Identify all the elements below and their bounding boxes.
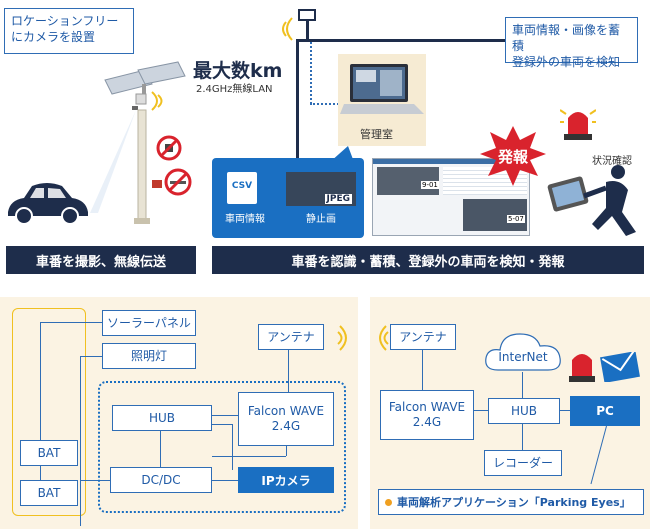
link-line-vertical (296, 39, 299, 159)
csv-label: CSV (231, 181, 253, 191)
status-check-label: 状況確認 (592, 156, 632, 167)
bar-capture-transmit: 車番を撮影、無線伝送 (6, 246, 196, 274)
battery-box-2: BAT (20, 480, 78, 506)
warning-light-icon (560, 109, 596, 140)
wire-bat-trunk (40, 322, 41, 440)
plate-readout-1: 9-01 (421, 181, 439, 189)
signal-arcs-icon (151, 91, 163, 111)
wire-to-light (80, 356, 102, 357)
bar-recognize-detect: 車番を認識・蓄積、登録外の車両を検知・発報 (212, 246, 644, 274)
lan-label: 2.4GHz無線LAN (196, 84, 273, 95)
wire-to-solar (40, 322, 102, 323)
still-image-thumb: JPEG (286, 172, 356, 206)
callout-line-2: 登録外の車両を検知 (512, 55, 621, 69)
antenna-signal-icon (379, 325, 389, 351)
wire-hub-ipcam (212, 424, 232, 425)
wire-dcdc-falcon-v (286, 446, 287, 456)
wire-hub-dcdc (160, 430, 161, 468)
wire-bat-link (40, 466, 41, 480)
antenna-icon (298, 9, 316, 21)
warning-light-icon (569, 354, 595, 382)
still-image-label: 静止画 (306, 214, 336, 225)
falcon-line-2: 2.4G (271, 419, 301, 433)
falcon-line-2: 2.4G (412, 415, 442, 429)
no-smoking-sign-icon (164, 168, 192, 196)
alarm-burst-icon (480, 126, 546, 186)
wire-hub-ipcam-v (232, 424, 233, 470)
battery-box-1: BAT (20, 440, 78, 466)
callout-pointer (330, 146, 354, 162)
wire-trunk-2 (80, 356, 81, 526)
alarm-label: 発報 (497, 148, 528, 166)
battery-frame (12, 308, 86, 516)
app-label-box: 車両解析アプリケーション「Parking Eyes」 (378, 489, 644, 515)
app-screenshot: 9-01 5-07 (372, 158, 530, 236)
falcon-wave-box: Falcon WAVE 2.4G (238, 392, 334, 446)
wire-internet-hub (522, 372, 523, 398)
no-entry-sign-icon (156, 135, 182, 161)
wire-to-dcdc (80, 480, 110, 481)
ip-camera-box: IPカメラ (238, 467, 334, 493)
wire-hub-recorder (522, 424, 523, 450)
callout-line-2: にカメラを設置 (11, 30, 96, 44)
light-box: 照明灯 (102, 343, 196, 369)
internet-label: InterNet (498, 350, 548, 364)
falcon-line-1: Falcon WAVE (388, 400, 466, 414)
falcon-line-1: Falcon WAVE (247, 404, 325, 418)
wire-antenna-falcon (288, 350, 289, 392)
dotted-link-line (310, 42, 312, 104)
falcon-wave-box-r: Falcon WAVE 2.4G (380, 390, 474, 440)
laptop-icon (340, 64, 424, 114)
csv-file-icon: CSV (227, 172, 257, 204)
antenna-mast-line (306, 21, 309, 41)
hub-box-r: HUB (488, 398, 560, 424)
max-distance-label: 最大数km (193, 60, 283, 82)
dcdc-box: DC/DC (110, 467, 212, 493)
vehicle-info-label: 車両情報 (225, 214, 265, 225)
dotted-link-line-h (310, 103, 346, 105)
solar-pole-illustration (90, 61, 186, 224)
camera-enclosure (98, 381, 346, 513)
callout-location-free: ロケーションフリー にカメラを設置 (4, 8, 134, 54)
wire-hub-pc (560, 410, 570, 411)
jpeg-label: JPEG (324, 194, 352, 204)
wire-falcon-hub-r (474, 410, 488, 411)
solar-panel-box: ソーラーパネル (102, 310, 196, 336)
mail-icon (600, 352, 640, 382)
antenna-signal-icon (337, 325, 347, 351)
guard-icon (547, 165, 636, 236)
antenna-box: アンテナ (258, 324, 324, 350)
plate-readout-2: 5-07 (507, 215, 525, 223)
hub-box: HUB (112, 405, 212, 431)
wire-dcdc-ipcam (212, 480, 238, 481)
app-titlebar (373, 159, 529, 164)
management-room-label: 管理室 (360, 128, 393, 141)
pc-box: PC (570, 396, 640, 426)
car-icon (8, 183, 88, 225)
wire-antenna-falcon-r (422, 350, 423, 390)
internet-cloud-icon (485, 333, 561, 371)
antenna-box-r: アンテナ (390, 324, 456, 350)
callout-vehicle-detect: 車両情報・画像を蓄積 登録外の車両を検知 (505, 17, 638, 69)
callout-line-1: ロケーションフリー (11, 14, 119, 28)
app-label: 車両解析アプリケーション「Parking Eyes」 (397, 496, 631, 509)
recorder-box: レコーダー (484, 450, 562, 476)
wire-hub-falcon (212, 415, 238, 416)
red-box-icon (152, 180, 162, 188)
wire-dcdc-falcon (212, 456, 286, 457)
callout-line-1: 車両情報・画像を蓄積 (512, 23, 621, 53)
antenna-signal-icon (282, 17, 293, 41)
link-line-horizontal (296, 39, 505, 42)
bullet-icon (385, 498, 392, 506)
